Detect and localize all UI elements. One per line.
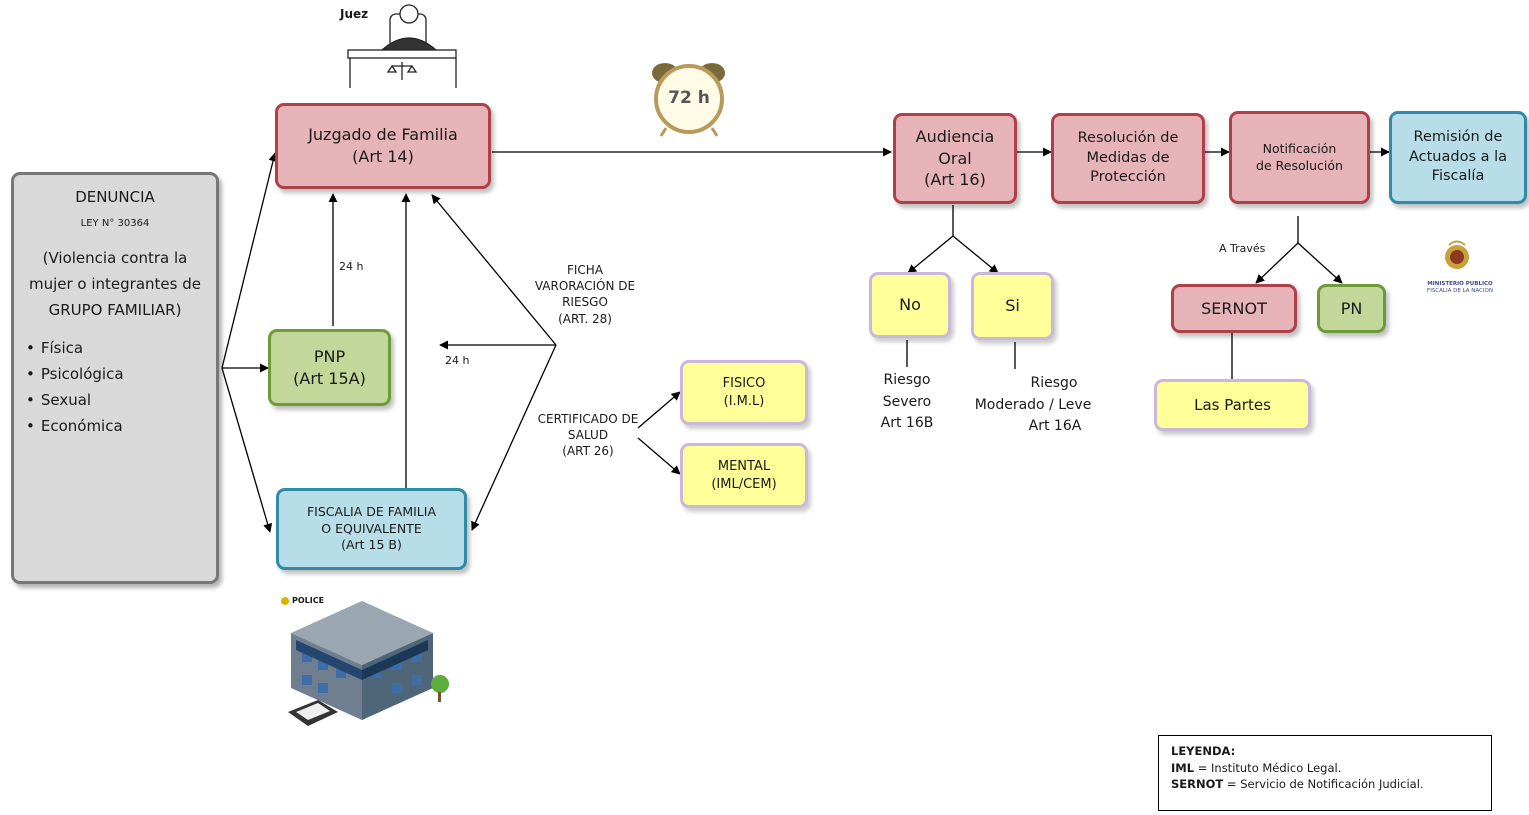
fisico-box: FISICO (I.M.L) — [680, 360, 808, 425]
remision-fiscalia-box: Remisión de Actuados a la Fiscalía — [1389, 111, 1527, 204]
si-label: Si — [1005, 296, 1020, 316]
arrow-denuncia-fiscalia — [221, 367, 273, 533]
alarm-clock-icon — [652, 63, 725, 137]
audiencia-line1: Audiencia — [915, 127, 995, 147]
certificado-line2: SALUD — [567, 428, 609, 443]
ficha-line1: FICHA — [566, 263, 604, 277]
fisico-line2: (I.M.L) — [723, 393, 765, 409]
arrow-ficha-juzgado — [431, 194, 557, 346]
audiencia-oral-box: Audiencia Oral (Art 16) — [893, 113, 1017, 204]
police-station-illustration — [281, 597, 449, 726]
remision-line1: Remisión de — [1413, 129, 1503, 146]
pn-label: PN — [1340, 298, 1363, 318]
riesgo-moderado-line1: Riesgo — [1030, 375, 1078, 391]
resolucion-line1: Resolución de — [1077, 130, 1179, 147]
legend-title: LEYENDA: — [1171, 743, 1479, 760]
no-label: No — [899, 295, 921, 315]
legend-term: SERNOT — [1171, 777, 1224, 792]
a-traves-label: A Través — [1219, 242, 1266, 255]
legend-definition: = Instituto Médico Legal. — [1194, 760, 1342, 775]
ministerio-line1: MINISTERIO PUBLICO — [1427, 281, 1493, 287]
notificacion-resolucion-box: Notificación de Resolución — [1229, 111, 1370, 204]
riesgo-severo-line3: Art 16B — [880, 415, 934, 432]
riesgo-moderado-line2: Moderado / Leve — [974, 396, 1092, 413]
resolucion-line2: Medidas de — [1086, 149, 1170, 166]
riesgo-severo-line1: Riesgo — [883, 372, 931, 388]
ficha-line4: (ART. 28) — [558, 311, 612, 326]
denuncia-law: LEY N° 30364 — [80, 218, 150, 230]
violence-type: Psicológica — [26, 364, 204, 384]
police-label: POLICE — [292, 596, 325, 605]
remision-line2: Actuados a la — [1408, 148, 1508, 165]
legend-term: IML — [1171, 760, 1195, 775]
juzgado-familia-box: Juzgado de Familia (Art 14) — [275, 103, 491, 189]
arrow-branch-si — [952, 235, 999, 274]
ministerio-line2: FISCALIA DE LA NACION — [1427, 287, 1493, 294]
riesgo-moderado-label: Riesgo Moderado / Leve Art 16A — [958, 373, 1108, 438]
arrow-branch-pn — [1297, 242, 1343, 284]
pnp-line2: (Art 15A) — [293, 368, 366, 388]
juzgado-line1: Juzgado de Familia — [308, 125, 458, 145]
timer-label: 72 h — [668, 88, 710, 108]
ficha-line2: VARORACIÓN DE — [534, 279, 636, 294]
riesgo-severo-label: Riesgo Severo Art 16B — [862, 370, 952, 435]
fiscalia-familia-box: FISCALIA DE FAMILIA O EQUIVALENTE (Art 1… — [276, 488, 467, 570]
mental-line2: (IML/CEM) — [711, 476, 777, 492]
fiscalia-line2: O EQUIVALENTE — [321, 520, 422, 536]
riesgo-moderado-line3: Art 16A — [1028, 418, 1082, 435]
denuncia-description: (Violencia contra la mujer o integrantes… — [28, 248, 201, 320]
sernot-box: SERNOT — [1171, 284, 1297, 333]
violence-types-list: Física Psicológica Sexual Económica — [26, 338, 204, 443]
ficha-pnp-time: 24 h — [445, 354, 470, 367]
pnp-line1: PNP — [313, 346, 346, 366]
audiencia-line3: (Art 16) — [924, 170, 986, 190]
las-partes-box: Las Partes — [1154, 379, 1311, 431]
legend-definition: = Servicio de Notificación Judicial. — [1223, 777, 1424, 792]
ministerio-seal-text: MINISTERIO PUBLICO FISCALIA DE LA NACION — [1412, 281, 1508, 294]
notificacion-line1: Notificación — [1262, 140, 1337, 156]
juzgado-line2: (Art 14) — [352, 147, 414, 166]
denuncia-title: DENUNCIA — [75, 188, 155, 206]
arrow-certificado-fisico — [637, 391, 681, 429]
certificado-line3: (ART 26) — [562, 444, 614, 459]
violence-type: Sexual — [26, 390, 204, 410]
resolucion-line3: Protección — [1090, 169, 1166, 186]
arrow-certificado-mental — [637, 437, 681, 475]
certificado-line1: CERTIFICADO DE — [537, 412, 639, 426]
ficha-valoracion-label: FICHA VARORACIÓN DE RIESGO (ART. 28) — [520, 262, 650, 327]
pnp-juzgado-time: 24 h — [339, 260, 364, 273]
legend-item: SERNOT = Servicio de Notificación Judici… — [1171, 776, 1479, 793]
riesgo-severo-line2: Severo — [882, 393, 932, 410]
mental-line1: MENTAL — [717, 458, 771, 474]
arrow-branch-no — [907, 235, 954, 274]
remision-line3: Fiscalía — [1431, 168, 1485, 185]
arrow-ficha-fiscalia — [471, 344, 557, 531]
fiscalia-line1: FISCALIA DE FAMILIA — [306, 503, 437, 519]
sernot-label: SERNOT — [1201, 298, 1267, 318]
ficha-line3: RIESGO — [562, 295, 608, 310]
si-box: Si — [971, 272, 1054, 340]
certificado-salud-label: CERTIFICADO DE SALUD (ART 26) — [527, 411, 649, 460]
arrow-denuncia-juzgado — [221, 152, 278, 369]
legend-box: LEYENDA: IML = Instituto Médico Legal. S… — [1158, 735, 1492, 811]
las-partes-label: Las Partes — [1194, 395, 1271, 414]
notificacion-line2: de Resolución — [1256, 157, 1343, 173]
no-box: No — [869, 272, 951, 338]
legend-item: IML = Instituto Médico Legal. — [1171, 760, 1479, 777]
judge-illustration — [347, 4, 457, 88]
resolucion-medidas-box: Resolución de Medidas de Protección — [1051, 113, 1205, 204]
legend-title-text: LEYENDA: — [1171, 744, 1236, 758]
ministerio-seal-icon — [1445, 240, 1469, 269]
fiscalia-line3: (Art 15 B) — [341, 537, 402, 553]
fisico-line1: FISICO — [722, 375, 766, 391]
pnp-box: PNP (Art 15A) — [268, 329, 391, 406]
arrow-branch-sernot — [1255, 242, 1299, 284]
violence-type: Física — [26, 338, 204, 358]
mental-box: MENTAL (IML/CEM) — [680, 443, 808, 508]
denuncia-box: DENUNCIA LEY N° 30364 (Violencia contra … — [11, 172, 219, 584]
violence-type: Económica — [26, 416, 204, 436]
audiencia-line2: Oral — [938, 148, 972, 168]
juez-label: Juez — [340, 7, 369, 21]
pn-box: PN — [1317, 284, 1386, 333]
